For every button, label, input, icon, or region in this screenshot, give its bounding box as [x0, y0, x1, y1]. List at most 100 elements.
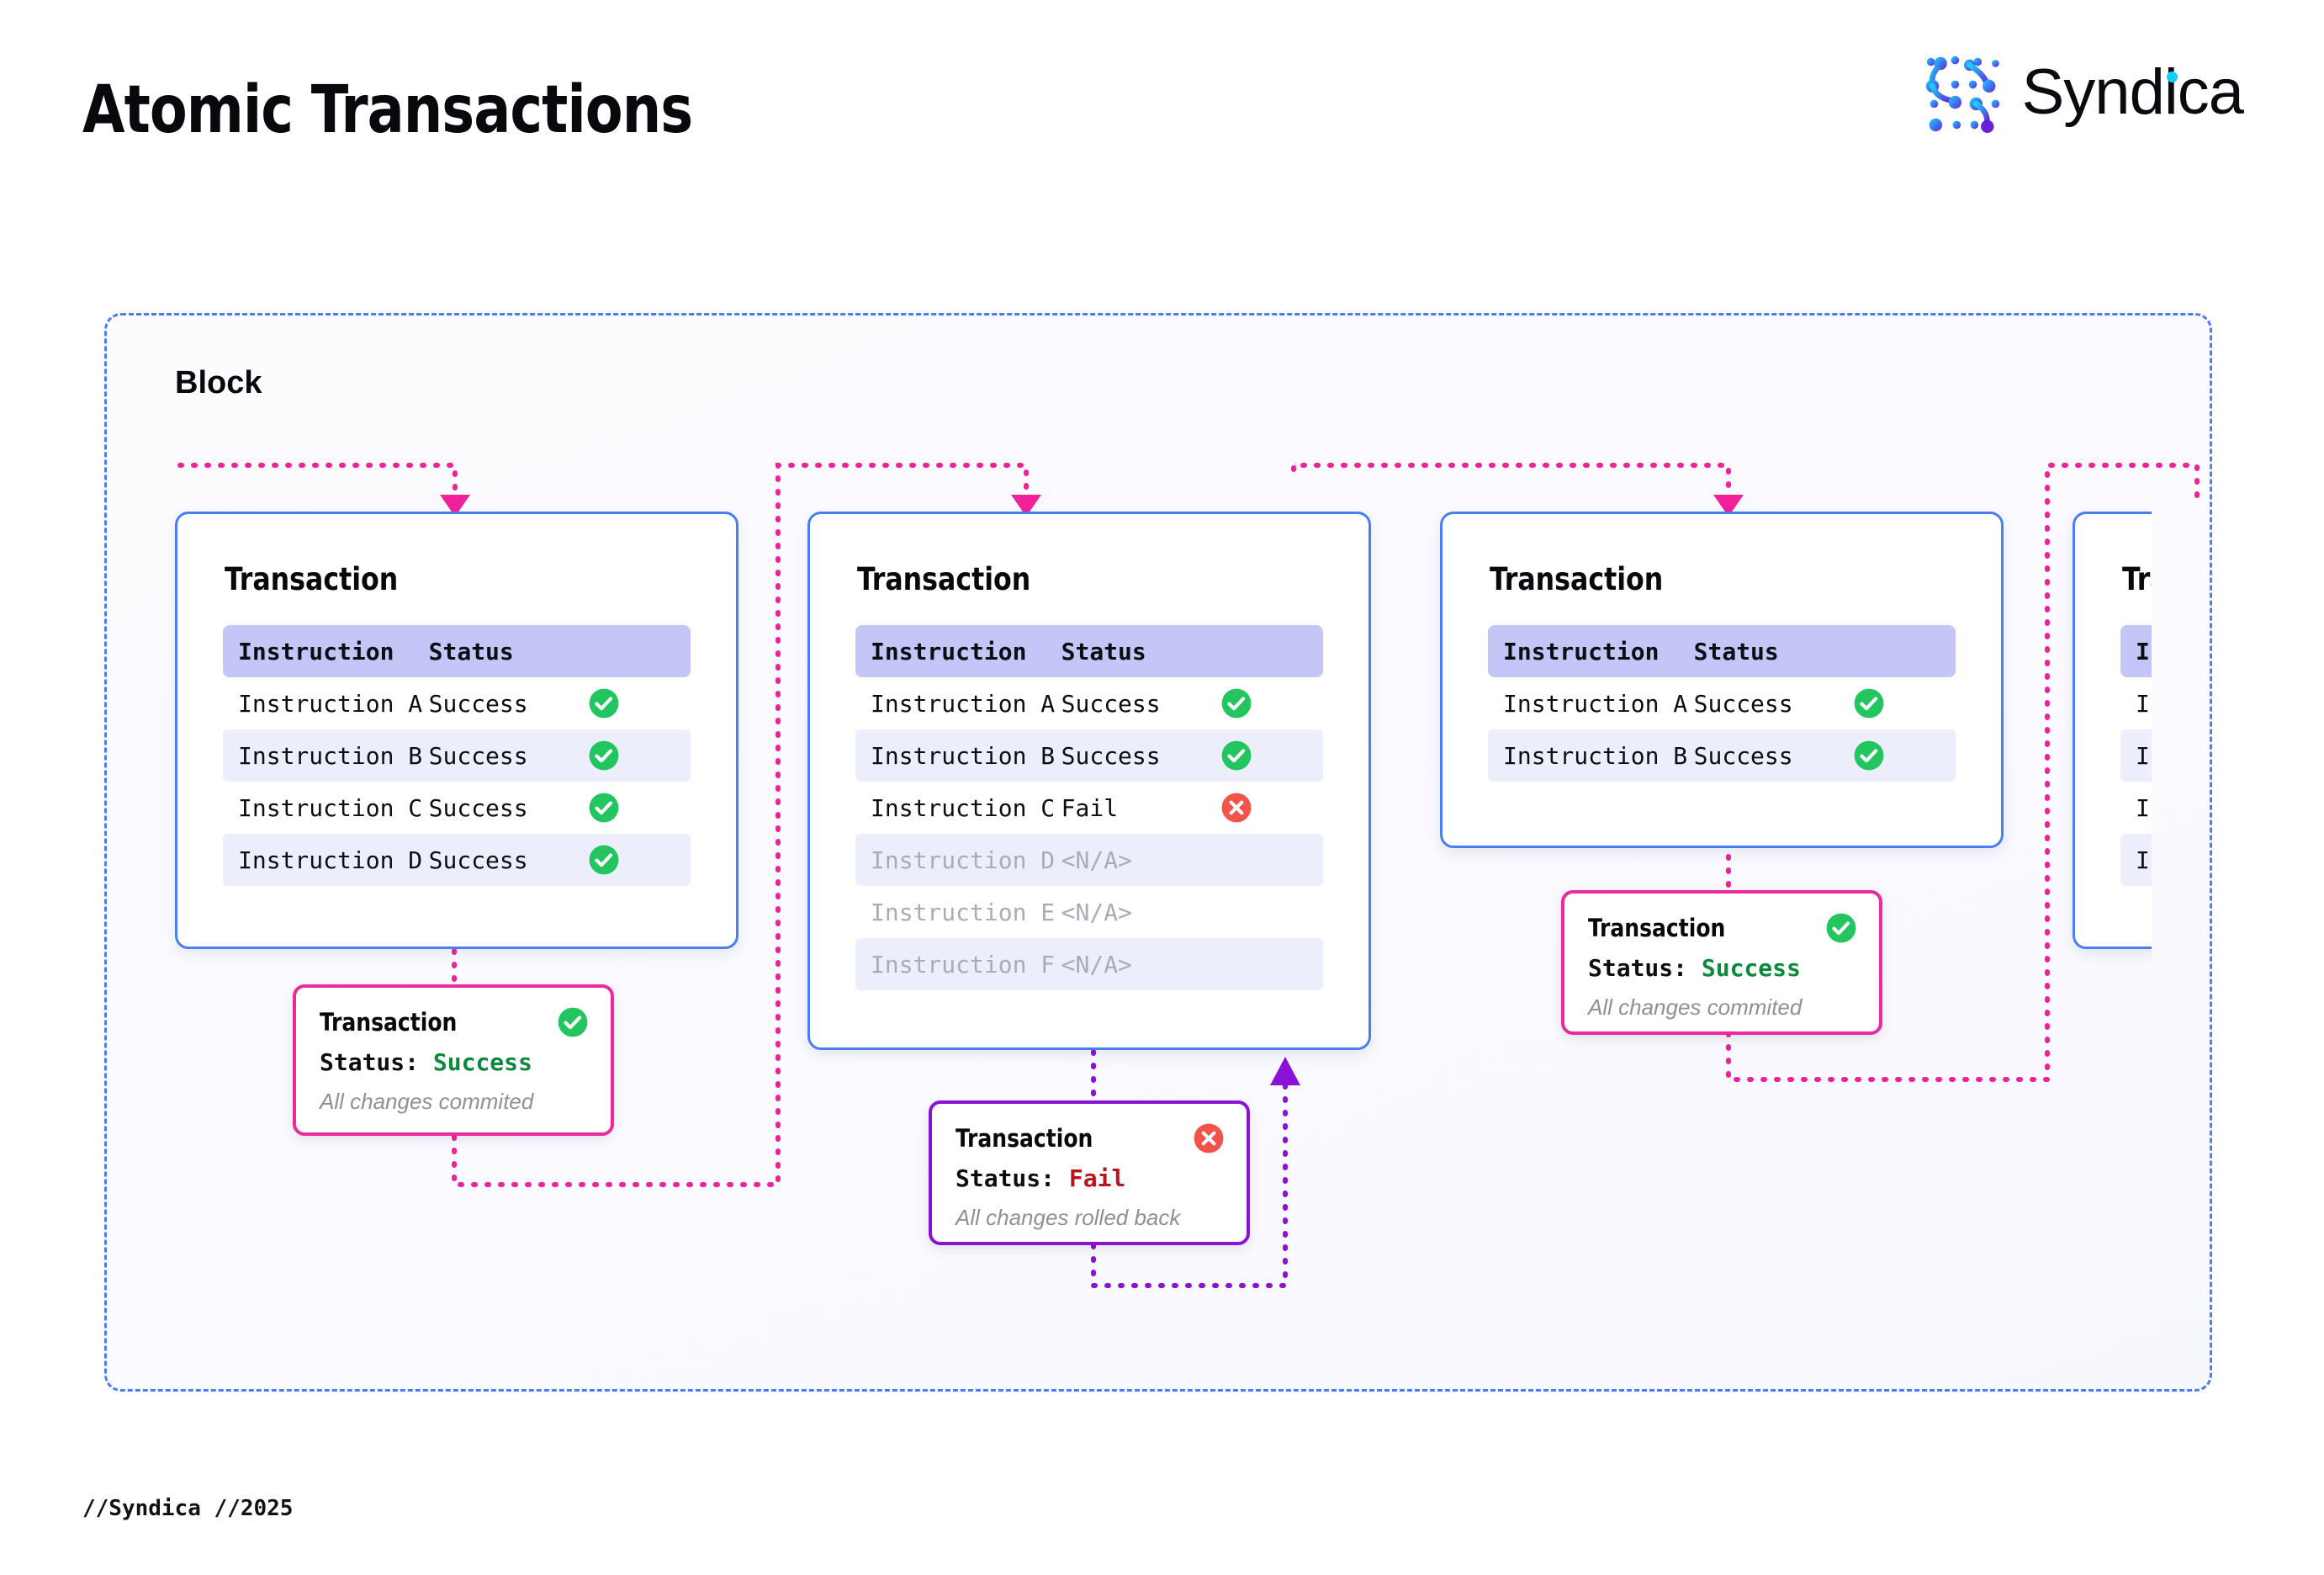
- cell-instruction: Instruction B: [1503, 741, 1688, 770]
- transaction-card-1[interactable]: Transaction Instruction Status Instructi…: [175, 512, 738, 949]
- table-row[interactable]: Instruction F <N/A>: [855, 938, 1323, 990]
- cell-status: <N/A>: [1061, 898, 1132, 926]
- transaction-card-3-table: Instruction Status Instruction A Success…: [1488, 625, 1956, 782]
- status-value: Fail: [1068, 1164, 1126, 1192]
- col-header-status: Status: [1061, 637, 1146, 666]
- footer-credit: //Syndica //2025: [82, 1496, 294, 1521]
- page-title: Atomic Transactions: [82, 72, 693, 148]
- block-label: Block: [175, 365, 262, 400]
- syndica-wordmark: Syndica: [2022, 61, 2244, 125]
- table-row[interactable]: Instruction A Success: [2120, 677, 2152, 729]
- table-row[interactable]: Instruction A Success: [855, 677, 1323, 729]
- table-row[interactable]: Instruction C Fail: [855, 782, 1323, 834]
- cell-status: Success: [428, 741, 528, 770]
- table-row[interactable]: Instruction D Success: [2120, 834, 2152, 886]
- check-circle-icon: [1220, 687, 1281, 719]
- cell-instruction: Instruction A: [1503, 689, 1688, 718]
- cell-instruction: Instruction C: [2136, 793, 2152, 822]
- syndica-i-dot: [2167, 72, 2178, 82]
- cards-clip-viewport: Transaction Instruction Status Instructi…: [104, 313, 2152, 1392]
- transaction-card-2-title: Transaction: [857, 561, 1031, 597]
- cell-instruction: Instruction F: [871, 950, 1056, 978]
- transaction-card-4-table: Instruction Status Instruction A Success…: [2120, 625, 2152, 886]
- cell-instruction: Instruction A: [238, 689, 423, 718]
- table-row[interactable]: Instruction B Success: [1488, 729, 1956, 782]
- table-row[interactable]: Instruction A Success: [223, 677, 691, 729]
- status-callout-1[interactable]: Transaction Status: Success All changes …: [293, 984, 614, 1136]
- x-circle-icon: [1193, 1122, 1225, 1159]
- check-circle-icon: [1853, 687, 1914, 719]
- table-header-row: Instruction Status: [2120, 625, 2152, 677]
- syndica-wordmark-text: Syndica: [2021, 56, 2244, 128]
- check-circle-icon: [557, 1006, 589, 1042]
- status-label: Status:: [956, 1164, 1056, 1192]
- cell-status: Success: [1061, 741, 1161, 770]
- status-value: Success: [1701, 954, 1801, 982]
- cell-status: <N/A>: [1061, 950, 1132, 978]
- table-row[interactable]: Instruction A Success: [1488, 677, 1956, 729]
- cell-status: Success: [428, 846, 528, 874]
- check-circle-icon: [1825, 912, 1857, 948]
- check-circle-icon: [588, 844, 648, 876]
- transaction-card-4[interactable]: Transaction Instruction Status Instructi…: [2073, 512, 2152, 949]
- check-circle-icon: [588, 792, 648, 824]
- cell-status: Success: [428, 689, 528, 718]
- transaction-card-1-table: Instruction Status Instruction A Success…: [223, 625, 691, 886]
- table-header-row: Instruction Status: [1488, 625, 1956, 677]
- status-callout-3-title: Transaction: [1588, 914, 1726, 942]
- check-circle-icon: [1853, 740, 1914, 772]
- check-circle-icon: [588, 740, 648, 772]
- cell-instruction: Instruction B: [871, 741, 1056, 770]
- status-callout-2-status: Status: Fail: [956, 1164, 1125, 1192]
- table-row[interactable]: Instruction B Success: [855, 729, 1323, 782]
- col-header-instruction: Instruction: [871, 637, 1027, 666]
- cell-instruction: Instruction D: [2136, 846, 2152, 874]
- status-callout-2-title: Transaction: [956, 1124, 1093, 1153]
- cell-instruction: Instruction D: [238, 846, 423, 874]
- transaction-card-3-title: Transaction: [1490, 561, 1664, 597]
- cell-instruction: Instruction D: [871, 846, 1056, 874]
- table-row[interactable]: Instruction B Success: [2120, 729, 2152, 782]
- syndica-logo: Syndica: [1923, 52, 2244, 133]
- cell-instruction: Instruction A: [2136, 689, 2152, 718]
- table-row[interactable]: Instruction B Success: [223, 729, 691, 782]
- cell-status: Success: [428, 793, 528, 822]
- cell-status: Success: [1693, 741, 1793, 770]
- status-callout-3-status: Status: Success: [1588, 954, 1801, 982]
- transaction-card-1-title: Transaction: [225, 561, 399, 597]
- status-label: Status:: [320, 1048, 420, 1076]
- col-header-instruction: Instruction: [1503, 637, 1660, 666]
- status-callout-1-detail: All changes commited: [320, 1089, 534, 1114]
- cell-instruction: Instruction B: [238, 741, 423, 770]
- table-row[interactable]: Instruction C Success: [223, 782, 691, 834]
- cell-status: Success: [1693, 689, 1793, 718]
- table-row[interactable]: Instruction C Success: [2120, 782, 2152, 834]
- status-callout-3[interactable]: Transaction Status: Success All changes …: [1561, 890, 1882, 1035]
- x-circle-icon: [1220, 792, 1281, 824]
- transaction-card-2-table: Instruction Status Instruction A Success…: [855, 625, 1323, 990]
- col-header-instruction: Instruction: [2136, 637, 2152, 666]
- table-row[interactable]: Instruction D <N/A>: [855, 834, 1323, 886]
- cell-instruction: Instruction B: [2136, 741, 2152, 770]
- table-header-row: Instruction Status: [223, 625, 691, 677]
- status-value: Success: [432, 1048, 532, 1076]
- status-callout-1-title: Transaction: [320, 1008, 458, 1037]
- table-row[interactable]: Instruction D Success: [223, 834, 691, 886]
- table-header-row: Instruction Status: [855, 625, 1323, 677]
- cell-instruction: Instruction C: [871, 793, 1056, 822]
- status-callout-1-status: Status: Success: [320, 1048, 532, 1076]
- cell-status: Fail: [1061, 793, 1119, 822]
- check-circle-icon: [588, 687, 648, 719]
- cell-status: Success: [1061, 689, 1161, 718]
- status-callout-3-detail: All changes commited: [1588, 994, 1803, 1020]
- check-circle-icon: [1220, 740, 1281, 772]
- table-row[interactable]: Instruction E <N/A>: [855, 886, 1323, 938]
- col-header-status: Status: [1693, 637, 1779, 666]
- transaction-card-3[interactable]: Transaction Instruction Status Instructi…: [1440, 512, 2004, 848]
- cell-instruction: Instruction E: [871, 898, 1056, 926]
- status-callout-2-detail: All changes rolled back: [956, 1205, 1181, 1230]
- status-callout-2[interactable]: Transaction Status: Fail All changes rol…: [929, 1100, 1250, 1245]
- status-label: Status:: [1588, 954, 1688, 982]
- transaction-card-2[interactable]: Transaction Instruction Status Instructi…: [807, 512, 1371, 1050]
